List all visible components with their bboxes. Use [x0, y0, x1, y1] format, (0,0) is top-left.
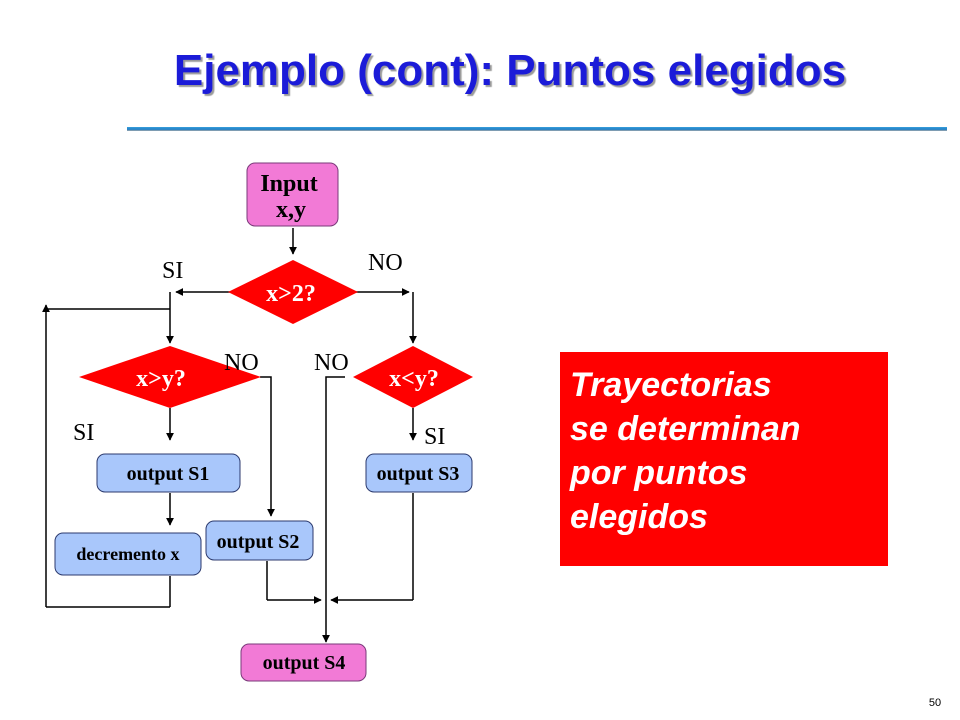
- page-number: 50: [928, 697, 942, 709]
- decrement-x-label: decremento x: [76, 544, 179, 564]
- output-s3-box: [365, 453, 473, 493]
- label-no-left: NO: [224, 350, 259, 376]
- label-si-left: SI: [73, 420, 94, 446]
- flowchart-node-output-s2: output S2: [205, 520, 314, 561]
- label-si-right: SI: [424, 424, 445, 450]
- flowchart-connectors: [42, 228, 417, 643]
- input-node-label-line2: x,y: [276, 197, 306, 223]
- output-s4-box: [240, 643, 367, 682]
- callout-line: Trayectorias: [570, 366, 772, 404]
- flowchart-node-output-s4: output S4: [240, 643, 367, 682]
- decision-x-gt-y-label: x>y?: [136, 366, 186, 392]
- label-no-top: NO: [368, 250, 403, 276]
- connector-x-lt-y-no: [322, 376, 345, 643]
- title-underline: [127, 127, 947, 131]
- output-s4-label: output S4: [263, 652, 346, 674]
- input-node-box: [246, 162, 339, 227]
- output-s2-label: output S2: [217, 531, 300, 553]
- flowchart-decision-x-gt-2: x>2?: [228, 260, 358, 324]
- decrement-x-box: [54, 532, 202, 576]
- flowchart-node-decrement-x: decremento x: [54, 532, 202, 576]
- connector-x-gt-y-no: [260, 376, 275, 517]
- callout-line: se determinan: [570, 409, 801, 448]
- callout-line: por puntos: [570, 453, 748, 492]
- flowchart-branch-labels: SI NO NO NO SI SI: [73, 250, 445, 450]
- decision-x-lt-y-label: x<y?: [389, 366, 439, 392]
- callout-line: elegidos: [570, 497, 708, 536]
- flowchart-node-input: Input x,y: [246, 162, 339, 227]
- flowchart-node-output-s3: output S3: [365, 453, 473, 493]
- output-s1-label: output S1: [127, 463, 210, 485]
- decision-x-lt-y-shape: [353, 346, 473, 408]
- callout-box: Trayectorias se determinan por puntos el…: [560, 352, 888, 566]
- input-node-label-line1: Input: [260, 171, 317, 197]
- flowchart-decision-x-lt-y: x<y?: [353, 346, 473, 408]
- decision-x-gt-2-label: x>2?: [266, 281, 316, 307]
- flowchart-decision-x-gt-y: x>y?: [79, 346, 261, 408]
- output-s1-box: [96, 453, 241, 493]
- slide-title: Ejemplo (cont): Puntos elegidos: [173, 46, 847, 95]
- label-no-right: NO: [314, 350, 349, 376]
- flowchart-node-output-s1: output S1: [96, 453, 241, 493]
- output-s3-label: output S3: [377, 463, 460, 485]
- label-si-top: SI: [162, 258, 183, 284]
- decision-x-gt-2-shape: [228, 260, 358, 324]
- decision-x-gt-y-shape: [79, 346, 261, 408]
- output-s2-box: [205, 520, 314, 561]
